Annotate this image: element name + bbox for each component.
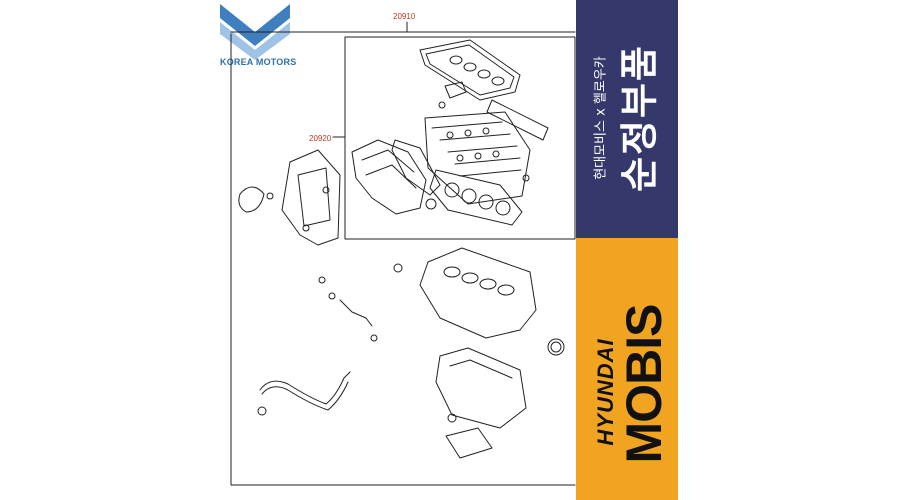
block-seal [393,263,403,273]
outer-frame [230,33,576,486]
mobis-wordmark: MOBIS [616,304,672,464]
parts-diagram [230,21,576,486]
o-ring [425,198,437,210]
head-gasket [429,169,523,226]
korea-motors-logo [220,4,290,60]
logo-text: KOREA MOTORS [220,57,297,67]
inner-frame [344,36,576,240]
sidebar-bottom-panel [576,238,678,500]
sidebar-top-panel: 현대모비스 x 헬로우카 순정부품 [576,0,678,238]
small-gasket [444,81,467,99]
water-pipe [259,371,351,405]
timing-cover [281,149,341,246]
valve-cover-gasket [419,39,521,101]
engine-block [419,247,537,339]
pan-seal [447,413,457,423]
o-ring-small [522,174,530,182]
oil-tube [318,276,378,342]
lower-pan [445,427,493,459]
seal-ring [438,101,446,109]
rear-main-seal [547,338,565,356]
sidebar-title: 순정부품 [617,44,662,192]
intake-gasket [391,139,441,196]
callout-20910: 20910 [393,12,416,21]
oil-pan [435,347,527,429]
brand-sidebar: 현대모비스 x 헬로우카 순정부품 HYUNDAI MOBIS [576,0,678,500]
pipe-seal [257,406,267,416]
sidebar-subtitle: 현대모비스 x 헬로우카 [593,56,609,180]
small-seal [266,192,274,200]
exhaust-gasket [486,99,549,141]
intake-manifold [351,139,427,215]
callout-20920: 20920 [309,134,332,143]
cover-gasket [238,186,265,213]
cylinder-head [424,111,531,205]
